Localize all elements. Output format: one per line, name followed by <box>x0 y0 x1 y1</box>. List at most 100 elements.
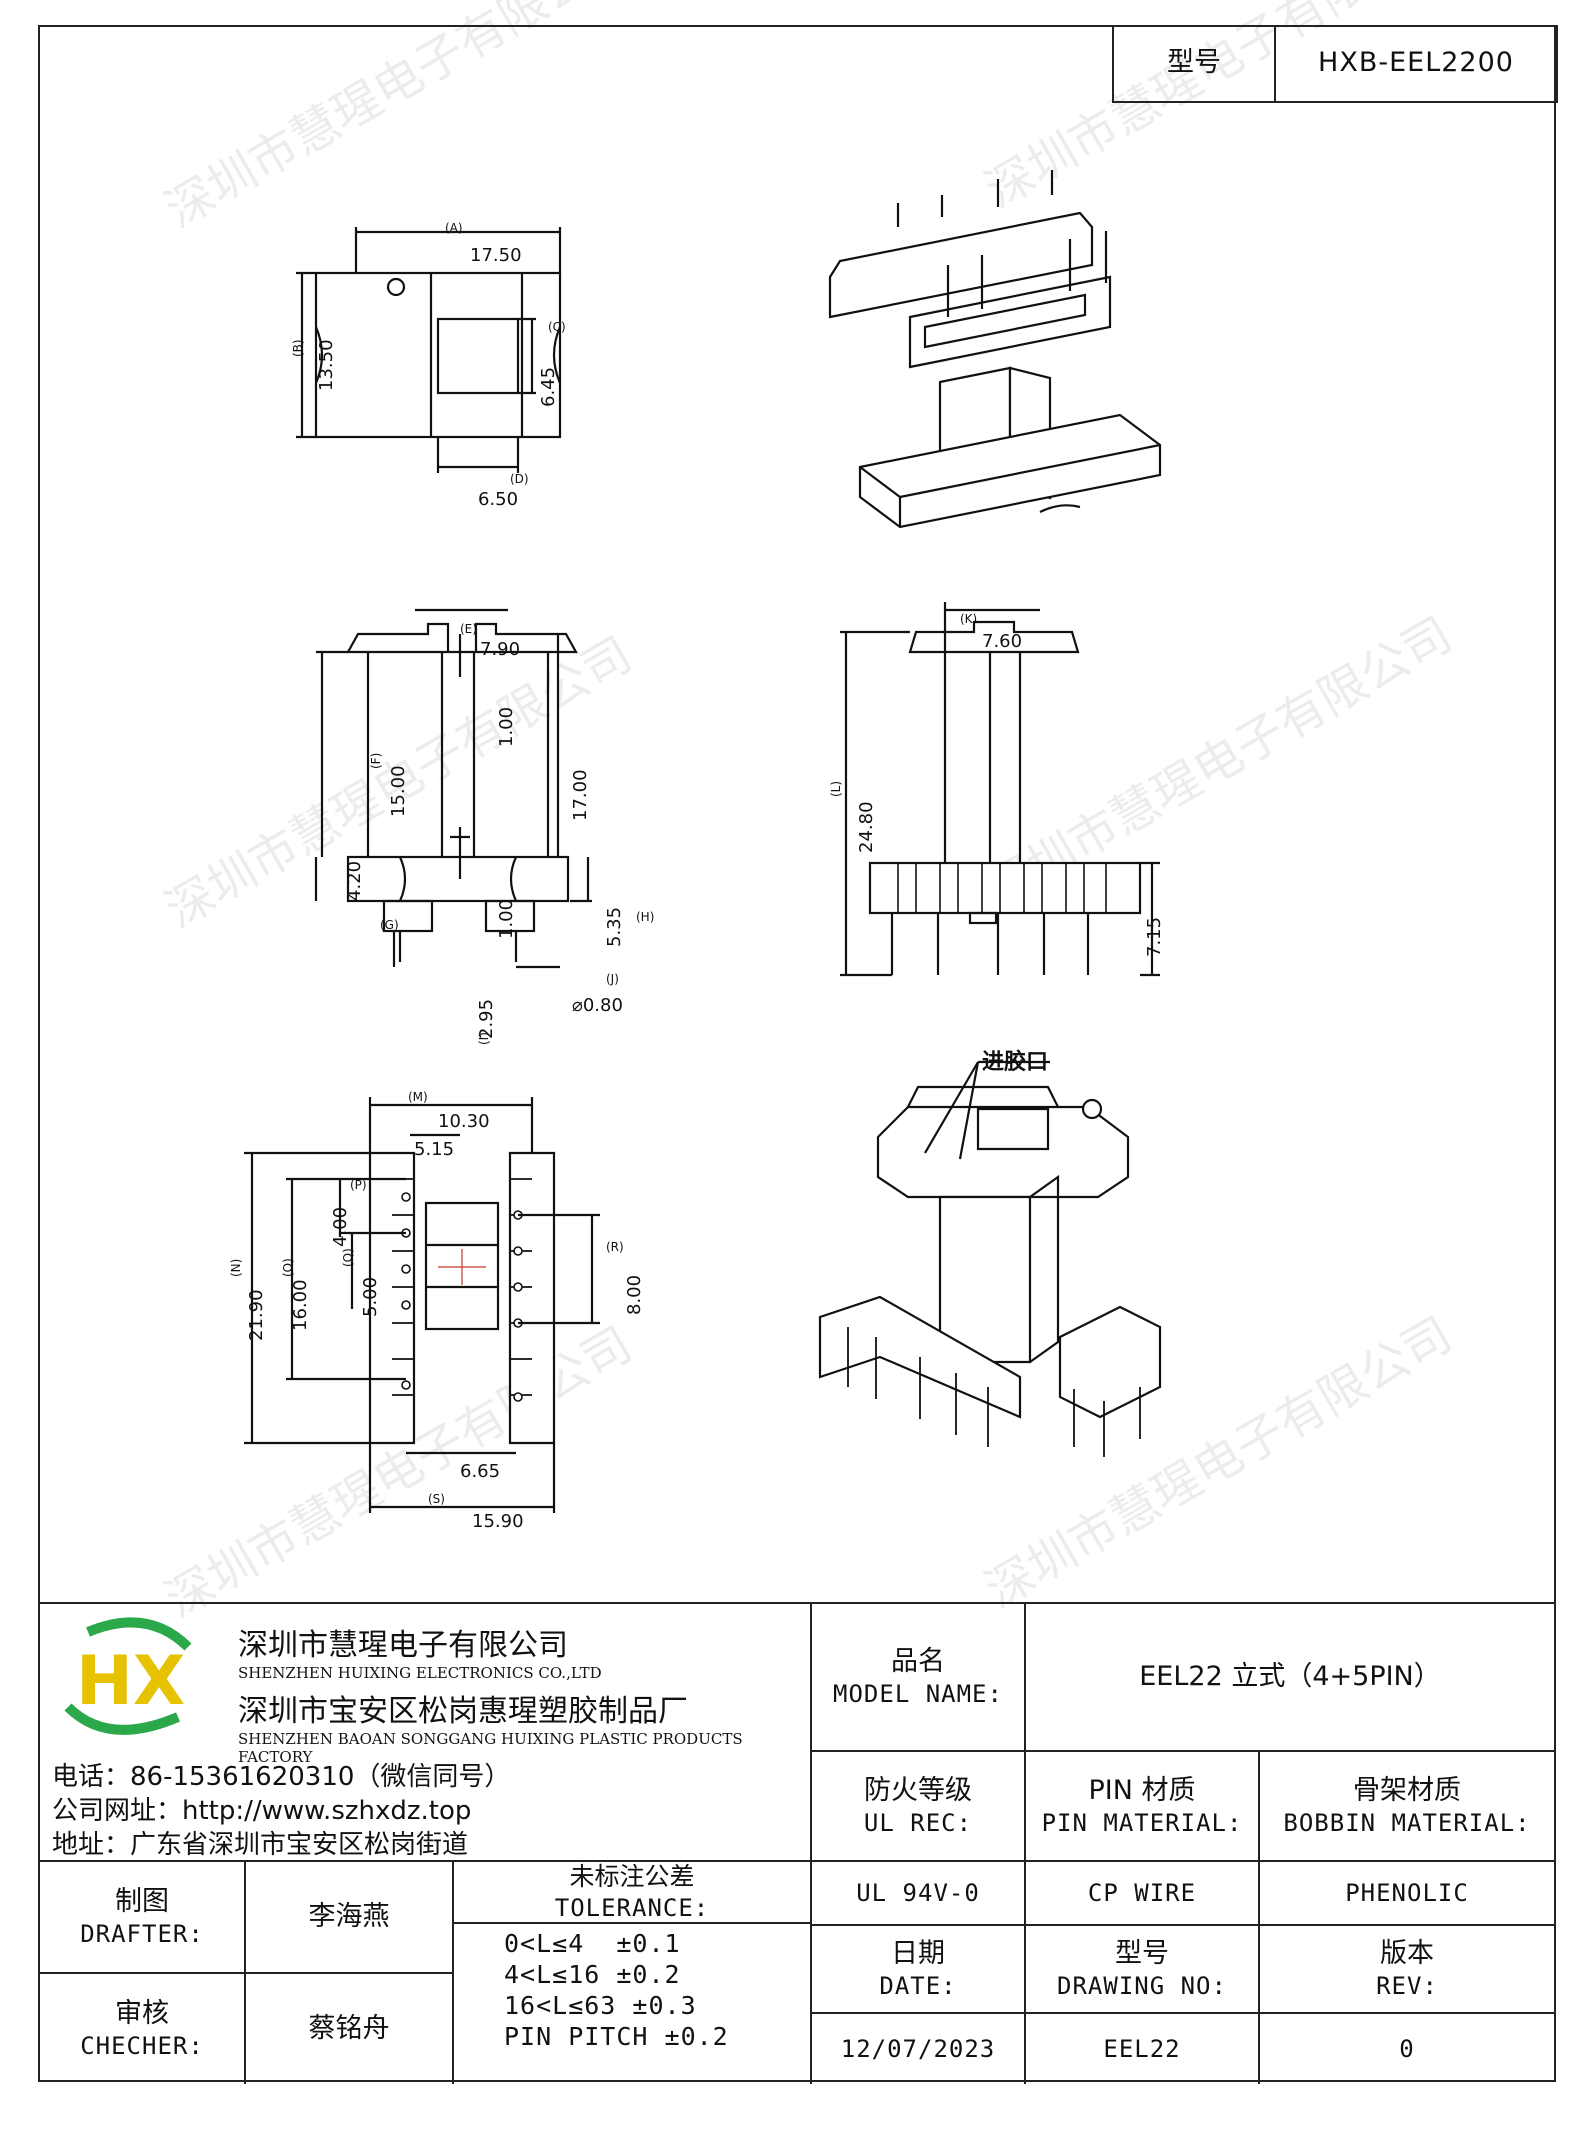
dim-H: 5.35 <box>604 907 625 947</box>
dim-I: 2.95 <box>476 999 497 1039</box>
drawing-sheet: 型号 HXB-EEL2200 <box>38 25 1558 2084</box>
model-name-value: EEL22 立式（4+5PIN） <box>1139 1661 1441 1693</box>
company-area: HX 深圳市慧瑆电子有限公司 SHENZHEN HUIXING ELECTRON… <box>40 1604 810 1860</box>
dim-S-label: (S) <box>428 1492 445 1506</box>
drawing-no-value: EEL22 <box>1103 2035 1181 2063</box>
date-value: 12/07/2023 <box>840 2035 996 2063</box>
dim-D-label: (D) <box>510 472 529 486</box>
dim-F2: 1.00 <box>496 707 517 747</box>
dim-G-label: (G) <box>380 918 399 932</box>
bottom-view <box>244 1097 600 1513</box>
model-box-label: 型号 <box>1114 25 1276 101</box>
tolerance-cn: 未标注公差 <box>569 1862 695 1892</box>
tolerance-list: 0<L≤4 ±0.1 4<L≤16 ±0.2 16<L≤63 ±0.3 PIN … <box>504 1928 804 2052</box>
date-en: DATE: <box>879 1971 957 2000</box>
dim-C: 6.45 <box>538 367 559 407</box>
dim-K: 7.60 <box>982 631 1022 652</box>
dim-N: 21.90 <box>246 1289 267 1341</box>
pin-material-header: PIN 材质 PIN MATERIAL: <box>1026 1752 1258 1860</box>
ul-en: UL REC: <box>863 1808 973 1837</box>
isometric-view-bottom <box>818 1060 1162 1457</box>
dim-K-label: (K) <box>960 612 977 626</box>
dim-M2: 5.15 <box>414 1139 454 1160</box>
dim-F: 15.00 <box>388 765 409 817</box>
drawing-no-cn: 型号 <box>1115 1938 1169 1970</box>
dim-C-label: (C) <box>548 320 566 334</box>
drafter-name: 李海燕 <box>308 1901 390 1933</box>
dim-F-label: (F) <box>369 753 383 769</box>
dim-J-label: (J) <box>606 972 619 986</box>
ul-header: 防火等级 UL REC: <box>812 1752 1024 1860</box>
company-logo: HX <box>64 1617 192 1735</box>
company-name-en: SHENZHEN HUIXING ELECTRONICS CO.,LTD <box>238 1664 602 1682</box>
dim-P: 4.00 <box>330 1207 351 1247</box>
top-view <box>296 227 562 473</box>
dim-E-label: (E) <box>460 622 477 636</box>
company-name-cn: 深圳市慧瑆电子有限公司 <box>238 1628 568 1663</box>
tolerance-en: TOLERANCE: <box>554 1893 710 1922</box>
model-box: 型号 HXB-EEL2200 <box>1112 25 1558 103</box>
checker-name: 蔡铭舟 <box>308 2013 390 2045</box>
date-header: 日期 DATE: <box>812 1926 1024 2012</box>
dim-D: 6.50 <box>478 489 518 510</box>
date-cn: 日期 <box>891 1938 945 1970</box>
model-name-en: MODEL NAME: <box>833 1679 1003 1708</box>
checker-cn: 审核 <box>115 1998 169 2030</box>
dimension-labels: (A) 17.50 (B) 13.50 (C) 6.45 (D) 6.50 (E… <box>229 221 1165 1532</box>
dim-H-label: (H) <box>636 910 654 924</box>
revision-header: 版本 REV: <box>1260 1926 1554 2012</box>
dim-O: 16.00 <box>290 1279 311 1331</box>
dim-Q-label: (Q) <box>341 1248 355 1267</box>
pin-value: CP WIRE <box>1087 1879 1197 1907</box>
tolerance-line: 16<L≤63 ±0.3 <box>504 1991 697 2020</box>
bobbin-value: PHENOLIC <box>1345 1879 1469 1907</box>
checker-header: 审核 CHECHER: <box>40 1974 244 2084</box>
tolerance-line: 0<L≤4 ±0.1 <box>504 1929 681 1958</box>
dim-M-label: (M) <box>408 1090 428 1104</box>
title-block: HX 深圳市慧瑆电子有限公司 SHENZHEN HUIXING ELECTRON… <box>40 1602 1554 2084</box>
pin-en: PIN MATERIAL: <box>1041 1808 1243 1837</box>
dim-A: 17.50 <box>470 245 522 266</box>
checker-en: CHECHER: <box>80 2031 204 2060</box>
revision-cn: 版本 <box>1380 1938 1434 1970</box>
drawing-no-en: DRAWING NO: <box>1057 1971 1227 2000</box>
dim-A-label: (A) <box>445 221 463 235</box>
drafter-en: DRAFTER: <box>80 1919 204 1948</box>
dim-L-label: (L) <box>829 781 843 797</box>
dim-F3: 17.00 <box>570 769 591 821</box>
dim-B: 13.50 <box>316 339 337 391</box>
model-name-header: 品名 MODEL NAME: <box>812 1604 1024 1750</box>
dim-R-label: (R) <box>606 1240 624 1254</box>
dim-N-label: (N) <box>229 1259 243 1277</box>
side-view <box>840 602 1160 977</box>
logo-text: HX <box>76 1642 185 1721</box>
dim-L: 24.80 <box>856 801 877 853</box>
isometric-view-top <box>828 170 1162 529</box>
dim-M: 10.30 <box>438 1111 490 1132</box>
company-phone: 电话：86-15361620310（微信同号） <box>52 1762 511 1792</box>
dim-S2: 6.65 <box>460 1461 500 1482</box>
technical-drawing: (A) 17.50 (B) 13.50 (C) 6.45 (D) 6.50 (E… <box>229 170 1165 1532</box>
factory-name-en: SHENZHEN BAOAN SONGGANG HUIXING PLASTIC … <box>238 1730 743 1766</box>
dim-O-label: (O) <box>281 1258 295 1277</box>
drawing-no-header: 型号 DRAWING NO: <box>1026 1926 1258 2012</box>
front-view <box>314 608 592 969</box>
model-box-value: HXB-EEL2200 <box>1318 47 1514 79</box>
bobbin-cn: 骨架材质 <box>1353 1775 1461 1807</box>
dim-Q: 5.00 <box>360 1277 381 1317</box>
drafter-cn: 制图 <box>115 1886 169 1918</box>
dim-S: 15.90 <box>472 1511 524 1532</box>
ul-cn: 防火等级 <box>864 1775 972 1807</box>
model-name-cn: 品名 <box>891 1646 945 1678</box>
revision-en: REV: <box>1376 1971 1438 2000</box>
dim-I-label: (I) <box>477 1032 491 1045</box>
dim-G: 4.20 <box>344 861 365 901</box>
tolerance-header: 未标注公差 TOLERANCE: <box>454 1862 810 1922</box>
dim-R: 8.00 <box>624 1275 645 1315</box>
dim-E: 7.90 <box>480 639 520 660</box>
pin-cn: PIN 材质 <box>1088 1775 1196 1807</box>
company-website: 公司网址：http://www.szhxdz.top <box>52 1796 472 1826</box>
gate-callout: 进胶口 <box>982 1049 1048 1075</box>
dim-L2: 7.15 <box>1144 917 1165 957</box>
ul-value: UL 94V-0 <box>856 1879 980 1907</box>
